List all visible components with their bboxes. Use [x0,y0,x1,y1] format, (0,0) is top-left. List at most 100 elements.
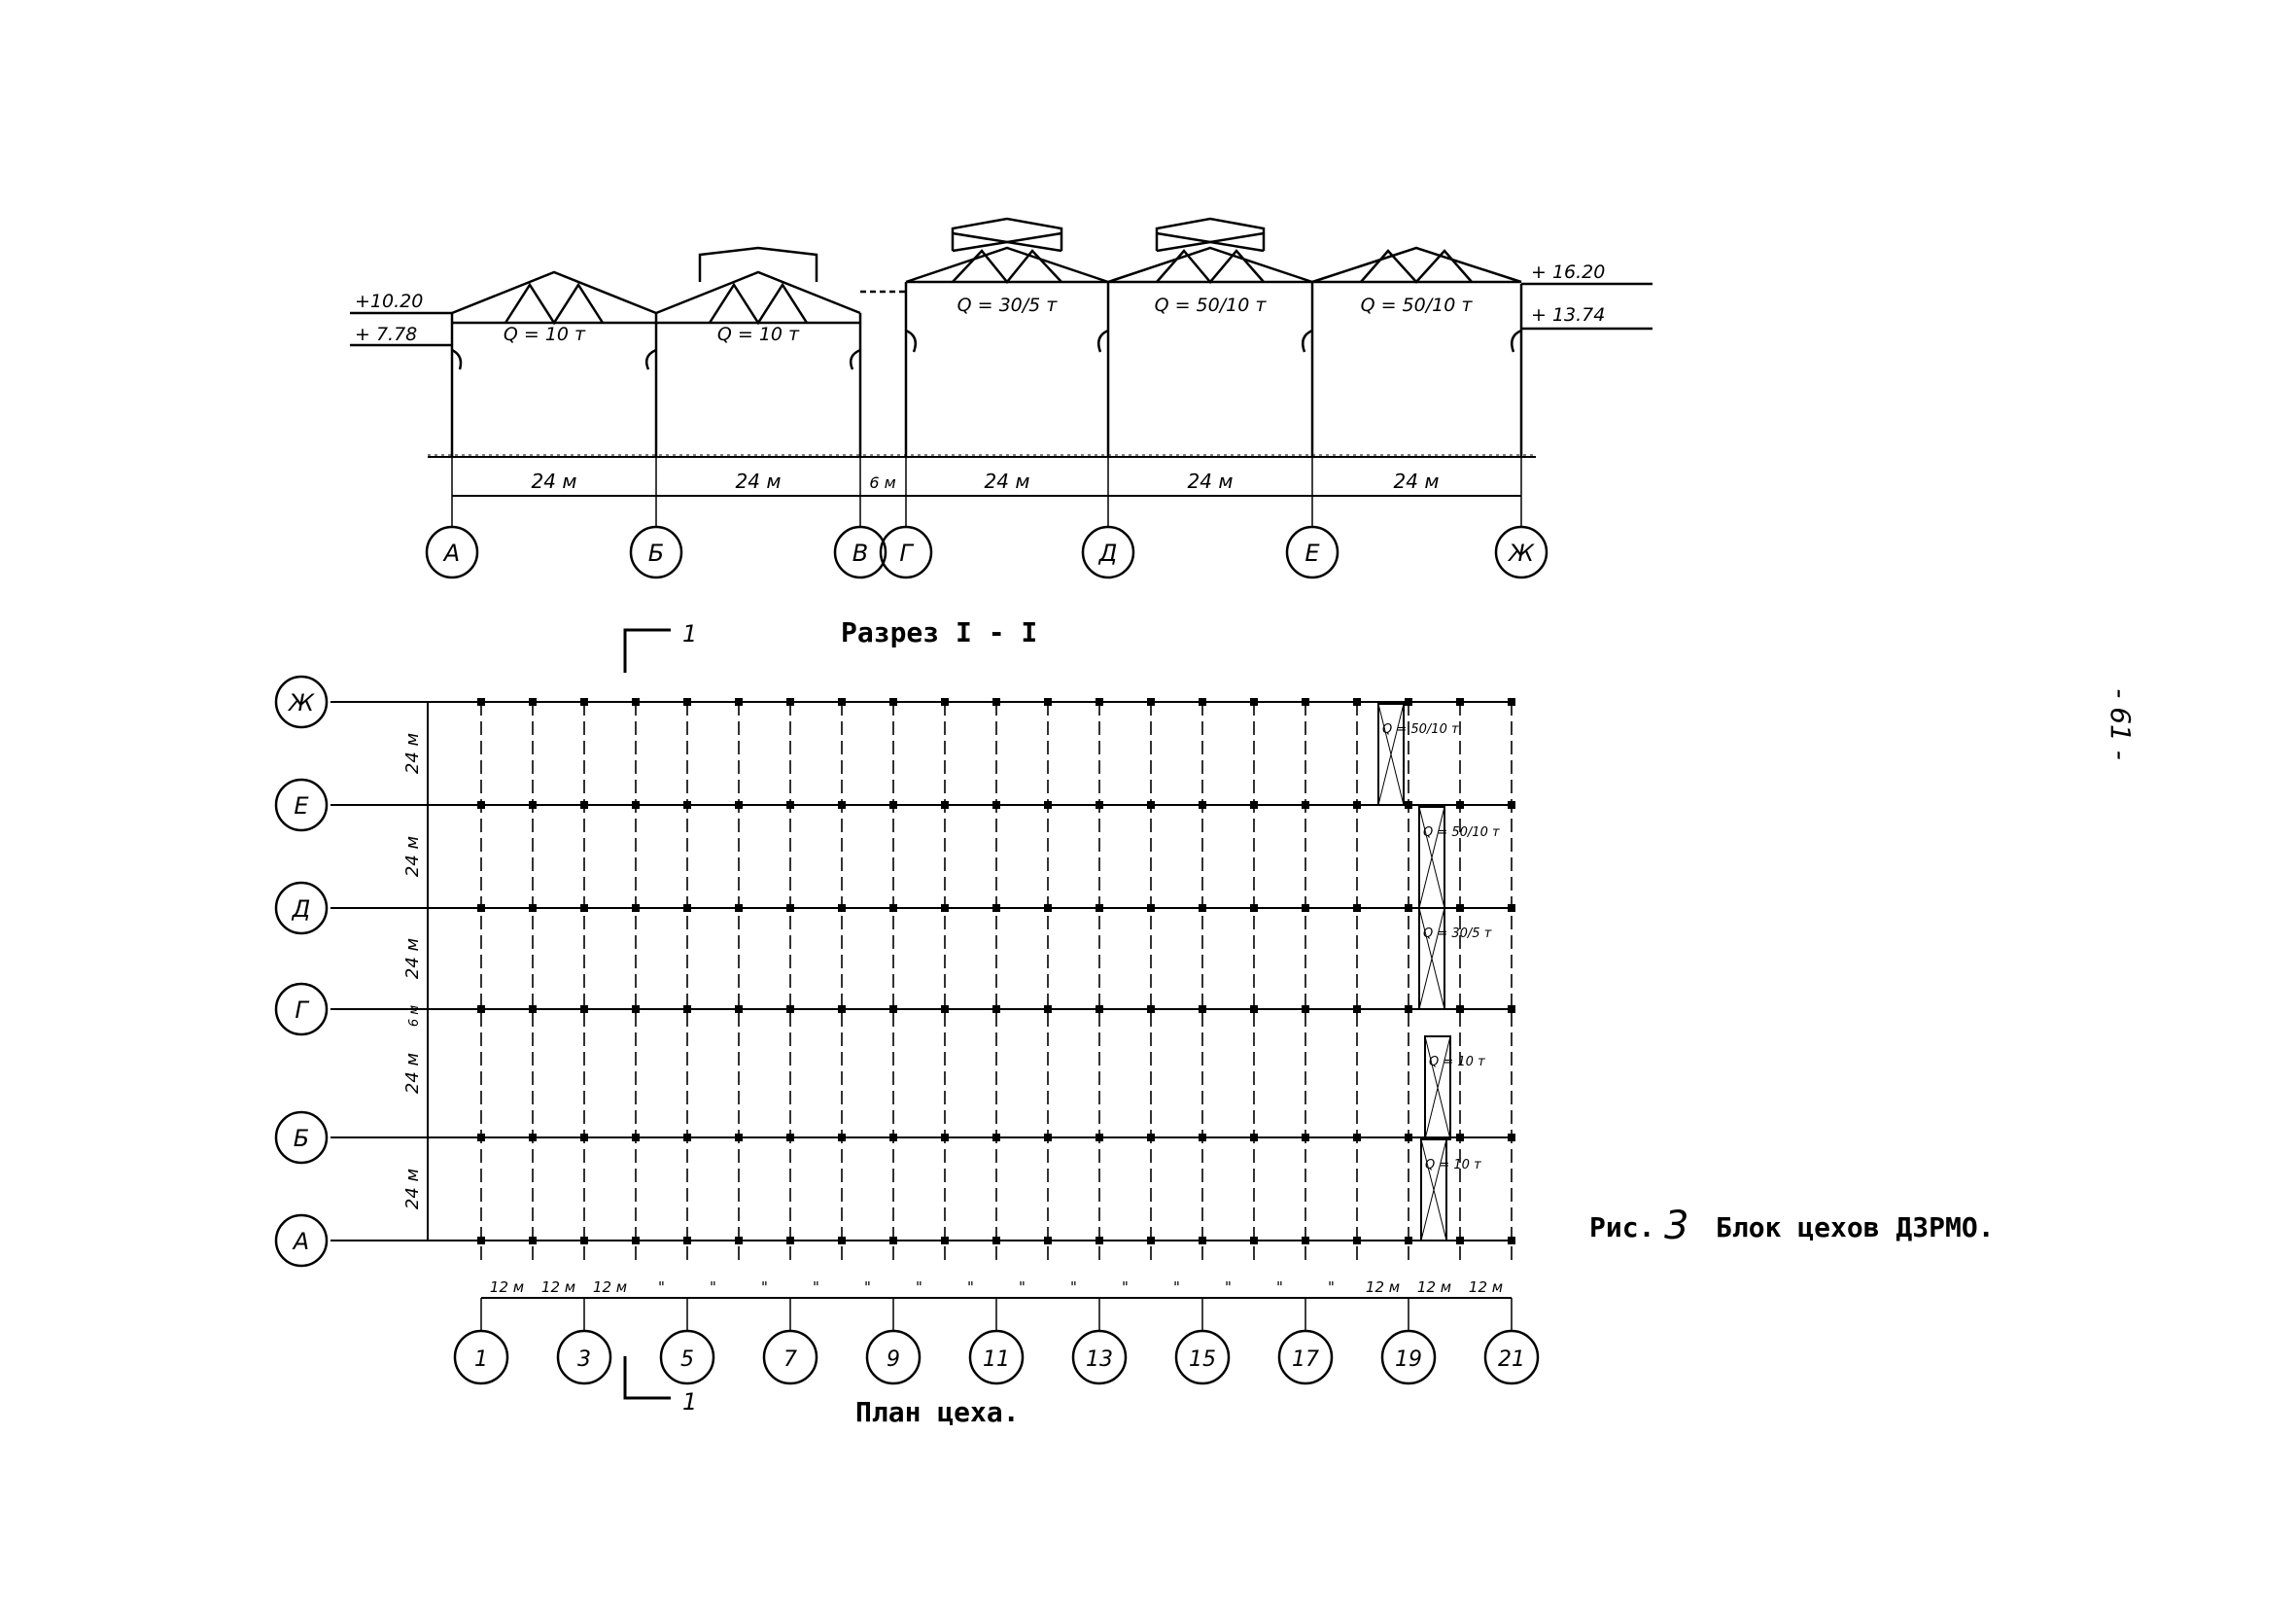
crane-label: Q = 30/5 т [1423,926,1492,941]
column-axis-bubble [1071,1329,1128,1385]
row-dimension-label: 24 м [402,938,423,979]
column-axis-bubble [556,1329,612,1385]
span-dimension: 24 м [532,470,577,493]
column-node [1508,801,1515,809]
row-dimension-label: 24 м [402,1053,423,1094]
column-node [1302,698,1309,706]
column-node [477,1134,485,1141]
column-node [1353,1005,1361,1013]
column-node [889,1237,897,1244]
column-axis-bubble [762,1329,818,1385]
column-node [632,1237,640,1244]
column-node [1508,1005,1515,1013]
column-node [941,1005,949,1013]
column-node [786,801,794,809]
column-node [1405,1005,1412,1013]
column-axis-label: 7 [783,1347,797,1372]
column-node [1199,698,1206,706]
column-axis-label: 13 [1086,1347,1113,1372]
row-axis-label: А [292,1228,309,1255]
level-mark: + 13.74 [1531,304,1605,326]
column-node [1302,1134,1309,1141]
column-node [889,698,897,706]
column-dimension-label: " [813,1278,819,1296]
column-node [529,904,537,912]
column-node [1302,801,1309,809]
column-axis-label: 3 [577,1347,591,1372]
column-node [1302,904,1309,912]
column-node [1405,1134,1412,1141]
section-cut-label: 1 [682,1388,697,1416]
column-node [1250,698,1258,706]
crane-marker [1418,907,1445,1010]
column-node [1405,801,1412,809]
column-dimension-label: " [1019,1278,1026,1296]
column-node [786,904,794,912]
column-node [1044,698,1052,706]
column-node [1456,698,1464,706]
column-node [941,1134,949,1141]
column-node [477,904,485,912]
column-node [1096,904,1103,912]
row-dimension-label: 24 м [402,733,423,774]
crane-marker [1377,703,1405,806]
column-node [683,1005,691,1013]
column-node [992,904,1000,912]
page-number: - 61 - [2105,688,2137,760]
crane-capacity: Q = 50/10 т [1361,295,1474,316]
column-node [1353,1237,1361,1244]
span-dimension: 24 м [736,470,782,493]
column-node [735,1237,743,1244]
column-dimension-label: " [864,1278,871,1296]
crane-label: Q = 50/10 т [1382,722,1459,737]
column-node [1199,1134,1206,1141]
column-dimension-label: 12 м [1469,1278,1503,1296]
column-node [1353,698,1361,706]
row-axis-bubble [274,675,329,729]
column-node [838,1134,846,1141]
column-axis-label: 1 [474,1347,488,1372]
crane-capacity: Q = 10 т [717,324,800,345]
column-axis-bubble [453,1329,509,1385]
column-node [735,904,743,912]
column-node [1147,1134,1155,1141]
column-node [735,1134,743,1141]
column-node [632,1005,640,1013]
column-node [941,1237,949,1244]
column-dimension-label: 12 м [541,1278,575,1296]
span-dimension: 6 м [869,473,895,492]
row-axis-bubble [274,778,329,832]
crane-marker [1420,1138,1447,1241]
column-node [1250,904,1258,912]
column-dimension-label: 12 м [1417,1278,1451,1296]
column-node [632,698,640,706]
section-axis-label: В [852,540,868,567]
crane-marker-cross [1420,1138,1447,1241]
section-axis-label: Г [899,540,914,567]
column-axis-bubble [1277,1329,1334,1385]
column-node [941,698,949,706]
column-node [1405,698,1412,706]
column-node [1508,1237,1515,1244]
figure-caption-text: Блок цехов ДЗРМО. [1716,1211,1995,1243]
column-dimension-label: " [1122,1278,1129,1296]
column-node [786,1005,794,1013]
column-node [580,1134,588,1141]
column-node [1250,1237,1258,1244]
column-node [683,1134,691,1141]
crane-label: Q = 10 т [1429,1055,1485,1069]
row-dimension-label: 6 м [407,1005,422,1027]
level-mark: + 16.20 [1531,262,1605,283]
column-node [1456,1134,1464,1141]
column-axis-bubble [1483,1329,1540,1385]
column-axis-bubble [1380,1329,1437,1385]
column-node [992,1134,1000,1141]
column-node [735,1005,743,1013]
column-node [1456,1237,1464,1244]
column-node [1044,1134,1052,1141]
column-node [786,1237,794,1244]
row-axis-bubble [274,881,329,935]
column-node [1250,801,1258,809]
column-node [1147,904,1155,912]
column-node [786,1134,794,1141]
